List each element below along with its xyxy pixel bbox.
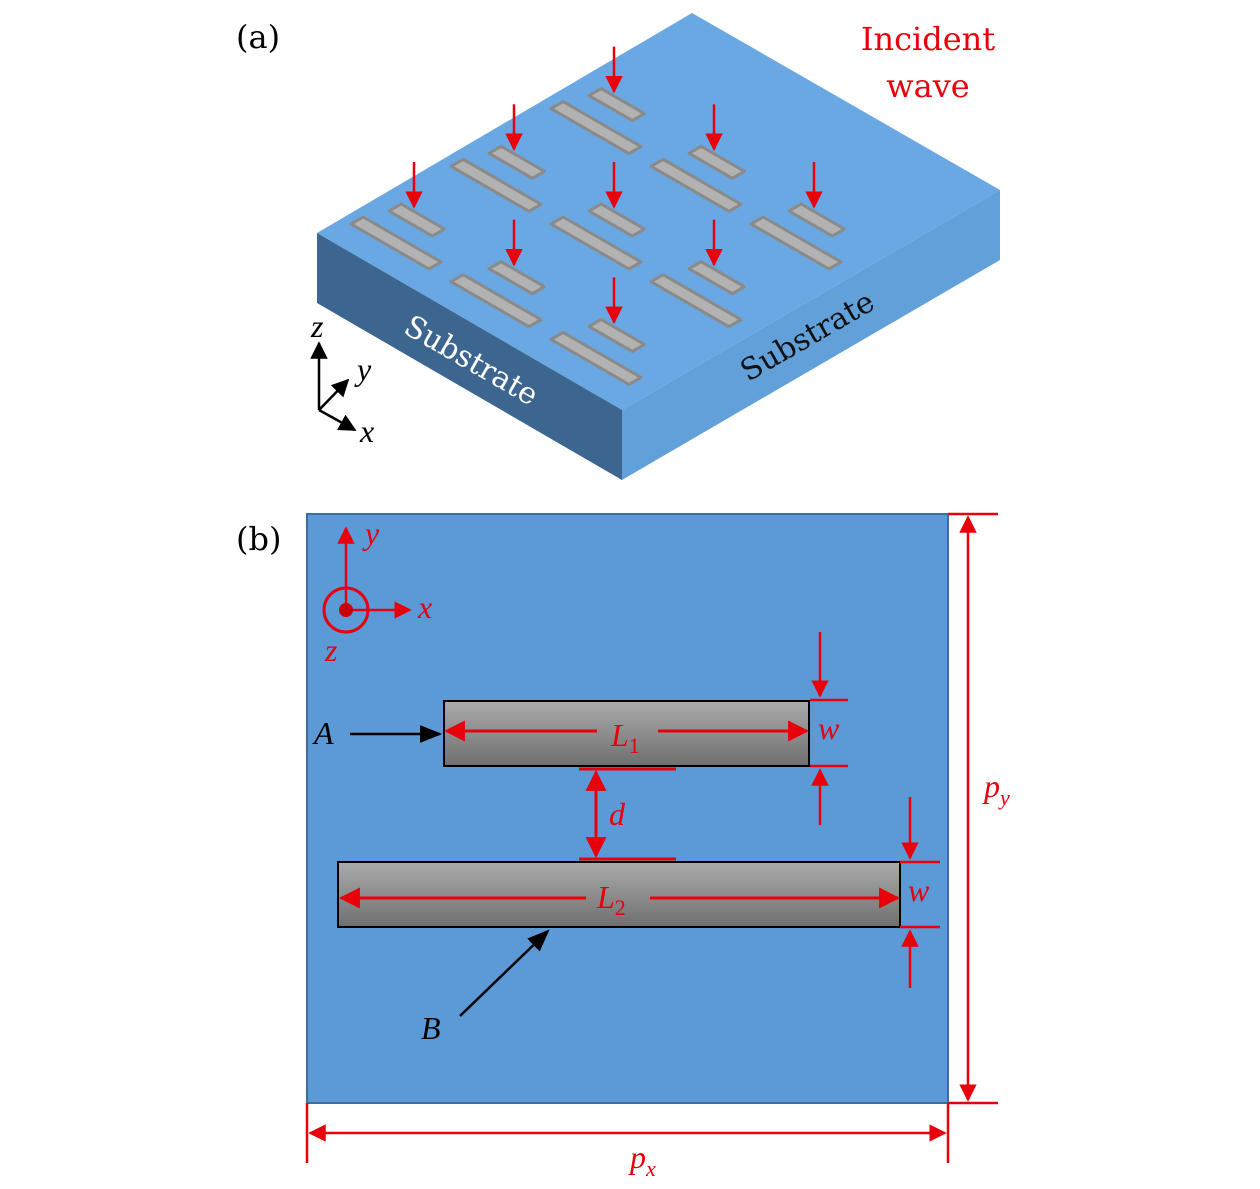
incident-wave-label-line1: Incident: [861, 20, 995, 58]
px-dimension: px: [305, 1103, 950, 1181]
x-axis-label-b: x: [417, 589, 432, 625]
L2-label: L2: [596, 879, 626, 920]
long-strip: [449, 273, 543, 329]
w-lower-dimension: w: [900, 797, 940, 988]
short-strip: [687, 144, 746, 180]
z-axis-label-b: z: [324, 632, 338, 668]
y-axis-label-b: y: [362, 515, 380, 551]
unit-cell: [306, 513, 949, 1104]
B-pointer-arrow: [459, 929, 550, 1017]
panel-a: (a) Substrate Substrate Incident wave z …: [236, 13, 1000, 480]
short-strip: [587, 202, 646, 238]
long-strip: [349, 215, 443, 271]
axes-triad-a: z y x: [310, 308, 374, 449]
panel-a-label: (a): [236, 18, 280, 56]
z-out-of-page-dot: [339, 603, 353, 617]
long-strip: [549, 100, 643, 156]
substrate-top-face: [317, 13, 1000, 410]
substrate-front-face: [317, 233, 622, 480]
y-axis-label: y: [354, 351, 372, 387]
long-strip: [649, 157, 743, 213]
short-strip: [687, 260, 746, 296]
x-axis-arrow: [318, 408, 357, 432]
incident-wave-arrows: [405, 46, 823, 325]
panel-b-label: (b): [236, 520, 281, 558]
short-strip: [487, 144, 546, 180]
short-strip: [387, 202, 446, 238]
w-upper-label: w: [818, 710, 840, 746]
py-label: py: [982, 768, 1010, 810]
strip-B: [337, 861, 901, 928]
z-axis-label: z: [310, 308, 324, 344]
panel-b: (b) y x z L1 L2 w: [236, 512, 1010, 1181]
A-label: A: [312, 715, 334, 751]
L1-label: L1: [610, 717, 640, 758]
B-label: B: [421, 1010, 441, 1046]
short-strip: [787, 202, 846, 238]
py-dimension: py: [948, 512, 1010, 1105]
long-strip: [749, 215, 843, 271]
x-axis-label: x: [359, 413, 374, 449]
w-upper-dimension: w: [810, 632, 848, 825]
long-strip: [549, 215, 643, 271]
incident-wave-label-line2: wave: [886, 67, 969, 105]
d-label: d: [609, 796, 626, 832]
strip-A: [443, 700, 810, 767]
y-axis-arrow: [318, 378, 350, 411]
w-lower-label: w: [908, 872, 930, 908]
long-strip: [449, 157, 543, 213]
long-strip: [649, 273, 743, 329]
axes-triad-b: y x z: [322, 515, 432, 668]
short-strip: [587, 87, 646, 123]
strip-array: [349, 87, 846, 386]
short-strip: [587, 317, 646, 353]
d-dimension: d: [579, 767, 676, 861]
px-label: px: [628, 1139, 656, 1181]
z-out-of-page-circle: [322, 586, 370, 634]
substrate-side-face: [622, 190, 1000, 480]
long-strip: [549, 330, 643, 386]
short-strip: [487, 260, 546, 296]
